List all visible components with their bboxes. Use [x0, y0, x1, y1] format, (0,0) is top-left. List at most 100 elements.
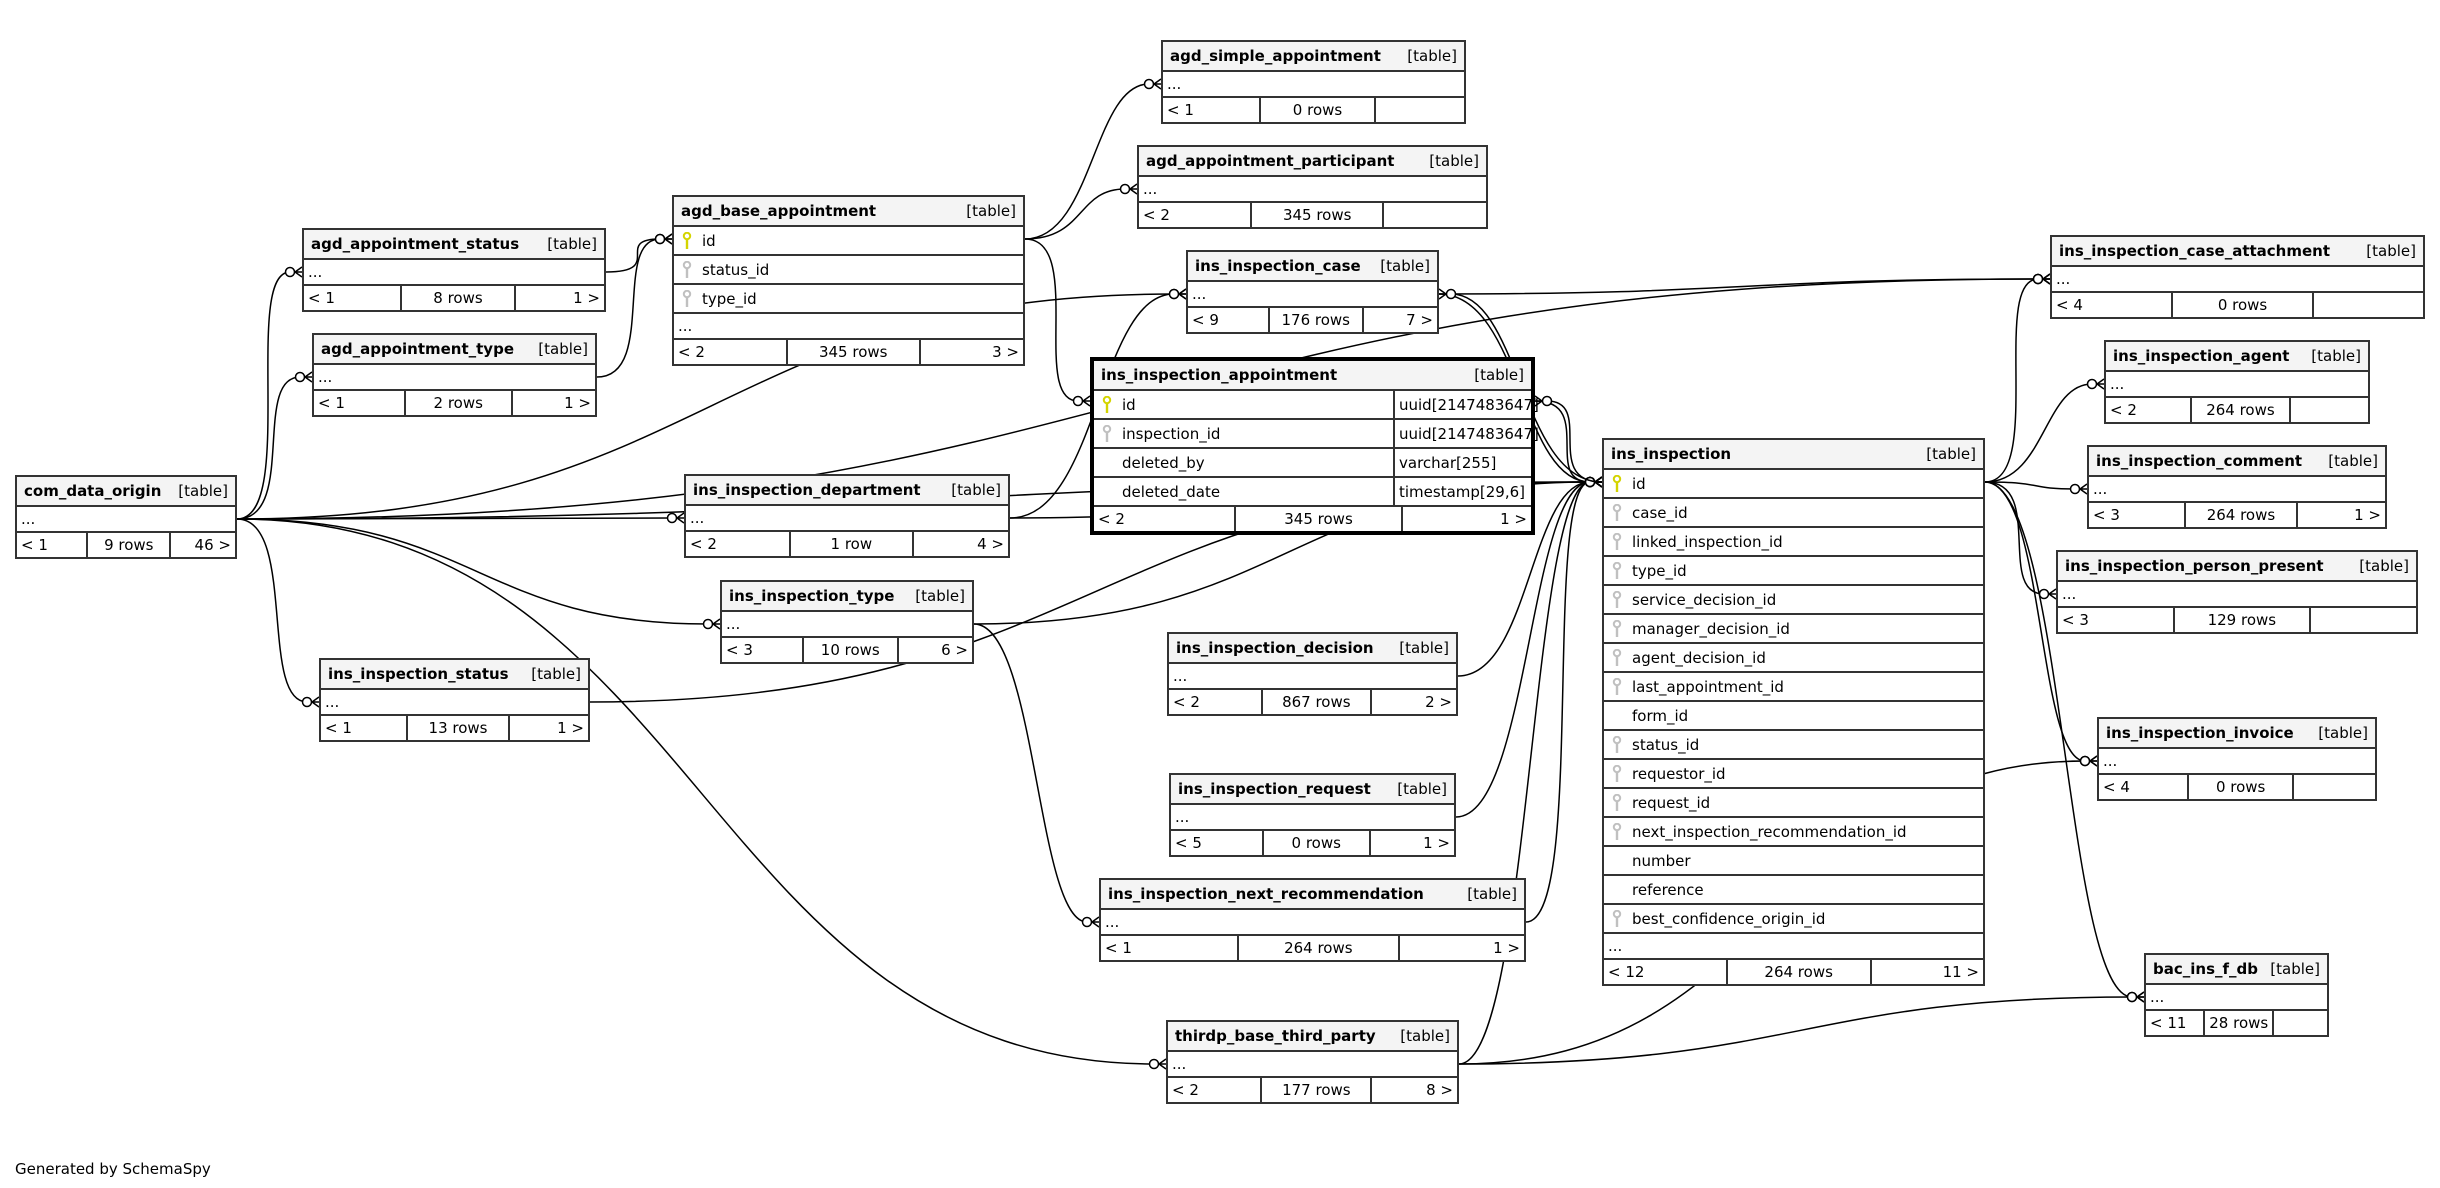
more-columns[interactable]: ... — [2146, 985, 2327, 1011]
table-name[interactable]: ins_inspection_case — [1195, 257, 1361, 275]
column-row[interactable]: manager_decision_id — [1604, 615, 1983, 644]
child-count-link[interactable] — [2311, 608, 2416, 632]
child-count-link[interactable] — [1384, 203, 1486, 227]
table-ins-inspection-case-attachment[interactable]: ins_inspection_case_attachment[table]...… — [2050, 235, 2425, 319]
more-columns[interactable]: ... — [2099, 749, 2375, 775]
table-name[interactable]: ins_inspection_person_present — [2065, 557, 2324, 575]
parent-count-link[interactable]: < 2 — [1173, 693, 1200, 711]
parent-count-link[interactable]: < 2 — [1172, 1081, 1199, 1099]
table-name[interactable]: agd_simple_appointment — [1170, 47, 1381, 65]
child-count-link[interactable]: 2 > — [1425, 693, 1452, 711]
parent-count-link[interactable]: < 1 — [325, 719, 352, 737]
table-header[interactable]: ins_inspection_person_present[table] — [2058, 552, 2416, 582]
child-count-link[interactable]: 1 > — [1423, 834, 1450, 852]
child-count-link[interactable]: 1 > — [1493, 939, 1520, 957]
table-header[interactable]: ins_inspection_invoice[table] — [2099, 719, 2375, 749]
child-count-link[interactable] — [1376, 98, 1464, 122]
more-columns[interactable]: ... — [2089, 477, 2385, 503]
parent-count-link[interactable]: < 1 — [21, 536, 48, 554]
table-header[interactable]: ins_inspection_agent[table] — [2106, 342, 2368, 372]
column-row[interactable]: status_id — [674, 256, 1023, 285]
parent-count-link[interactable]: < 5 — [1175, 834, 1202, 852]
child-count-link[interactable]: 4 > — [977, 535, 1004, 553]
more-columns[interactable]: ... — [722, 612, 972, 638]
column-row[interactable]: service_decision_id — [1604, 586, 1983, 615]
table-name[interactable]: thirdp_base_third_party — [1175, 1027, 1376, 1045]
more-columns[interactable]: ... — [1163, 72, 1464, 98]
table-name[interactable]: agd_appointment_status — [311, 235, 520, 253]
more-columns[interactable]: ... — [17, 507, 235, 533]
table-name[interactable]: ins_inspection_appointment — [1101, 366, 1338, 384]
table-name[interactable]: ins_inspection_next_recommendation — [1108, 885, 1424, 903]
table-name[interactable]: ins_inspection_comment — [2096, 452, 2303, 470]
child-count-link[interactable]: 1 > — [2354, 506, 2381, 524]
child-count-link[interactable]: 3 > — [992, 343, 1019, 361]
parent-count-link[interactable]: < 2 — [1098, 510, 1125, 528]
table-name[interactable]: ins_inspection_case_attachment — [2059, 242, 2331, 260]
child-count-link[interactable] — [2274, 1011, 2327, 1035]
table-name[interactable]: com_data_origin — [24, 482, 162, 500]
child-count-link[interactable]: 7 > — [1406, 311, 1433, 329]
parent-count-link[interactable]: < 4 — [2103, 778, 2130, 796]
child-count-link[interactable]: 11 > — [1942, 963, 1979, 981]
parent-count-link[interactable]: < 1 — [1167, 101, 1194, 119]
table-name[interactable]: agd_appointment_type — [321, 340, 515, 358]
table-header[interactable]: ins_inspection_type[table] — [722, 582, 972, 612]
table-name[interactable]: ins_inspection_type — [729, 587, 895, 605]
parent-count-link[interactable]: < 3 — [2062, 611, 2089, 629]
column-row[interactable]: type_id — [1604, 557, 1983, 586]
more-columns[interactable]: ... — [1168, 1052, 1457, 1078]
more-columns[interactable]: ... — [314, 365, 595, 391]
table-header[interactable]: com_data_origin[table] — [17, 477, 235, 507]
column-row[interactable]: reference — [1604, 876, 1983, 905]
more-columns[interactable]: ... — [2052, 267, 2423, 293]
parent-count-link[interactable]: < 1 — [308, 289, 335, 307]
column-row[interactable]: request_id — [1604, 789, 1983, 818]
more-columns[interactable]: ... — [2106, 372, 2368, 398]
table-header[interactable]: ins_inspection_decision[table] — [1169, 634, 1456, 664]
child-count-link[interactable]: 1 > — [573, 289, 600, 307]
more-columns[interactable]: ... — [1139, 177, 1486, 203]
table-header[interactable]: ins_inspection_appointment[table] — [1094, 361, 1531, 391]
child-count-link[interactable] — [2314, 293, 2423, 317]
table-header[interactable]: agd_appointment_type[table] — [314, 335, 595, 365]
more-columns[interactable]: ... — [1169, 664, 1456, 690]
child-count-link[interactable]: 46 > — [194, 536, 231, 554]
column-row[interactable]: form_id — [1604, 702, 1983, 731]
table-name[interactable]: bac_ins_f_db — [2153, 960, 2258, 978]
parent-count-link[interactable]: < 11 — [2150, 1014, 2187, 1032]
column-row[interactable]: requestor_id — [1604, 760, 1983, 789]
parent-count-link[interactable]: < 4 — [2056, 296, 2083, 314]
column-row[interactable]: id — [1604, 470, 1983, 499]
table-header[interactable]: agd_simple_appointment[table] — [1163, 42, 1464, 72]
child-count-link[interactable] — [2291, 398, 2368, 422]
table-ins-inspection-next-recommendation[interactable]: ins_inspection_next_recommendation[table… — [1099, 878, 1526, 962]
parent-count-link[interactable]: < 2 — [678, 343, 705, 361]
column-row[interactable]: id — [674, 227, 1023, 256]
more-columns[interactable]: ... — [1604, 934, 1983, 960]
more-columns[interactable]: ... — [1101, 910, 1524, 936]
table-header[interactable]: ins_inspection_department[table] — [686, 476, 1008, 506]
more-columns[interactable]: ... — [674, 314, 1023, 340]
child-count-link[interactable]: 1 > — [557, 719, 584, 737]
parent-count-link[interactable]: < 2 — [690, 535, 717, 553]
parent-count-link[interactable]: < 3 — [2093, 506, 2120, 524]
table-header[interactable]: thirdp_base_third_party[table] — [1168, 1022, 1457, 1052]
column-row[interactable]: case_id — [1604, 499, 1983, 528]
child-count-link[interactable]: 1 > — [564, 394, 591, 412]
column-row[interactable]: type_id — [674, 285, 1023, 314]
table-header[interactable]: ins_inspection_request[table] — [1171, 775, 1454, 805]
table-name[interactable]: ins_inspection_request — [1178, 780, 1371, 798]
table-name[interactable]: ins_inspection_invoice — [2106, 724, 2294, 742]
